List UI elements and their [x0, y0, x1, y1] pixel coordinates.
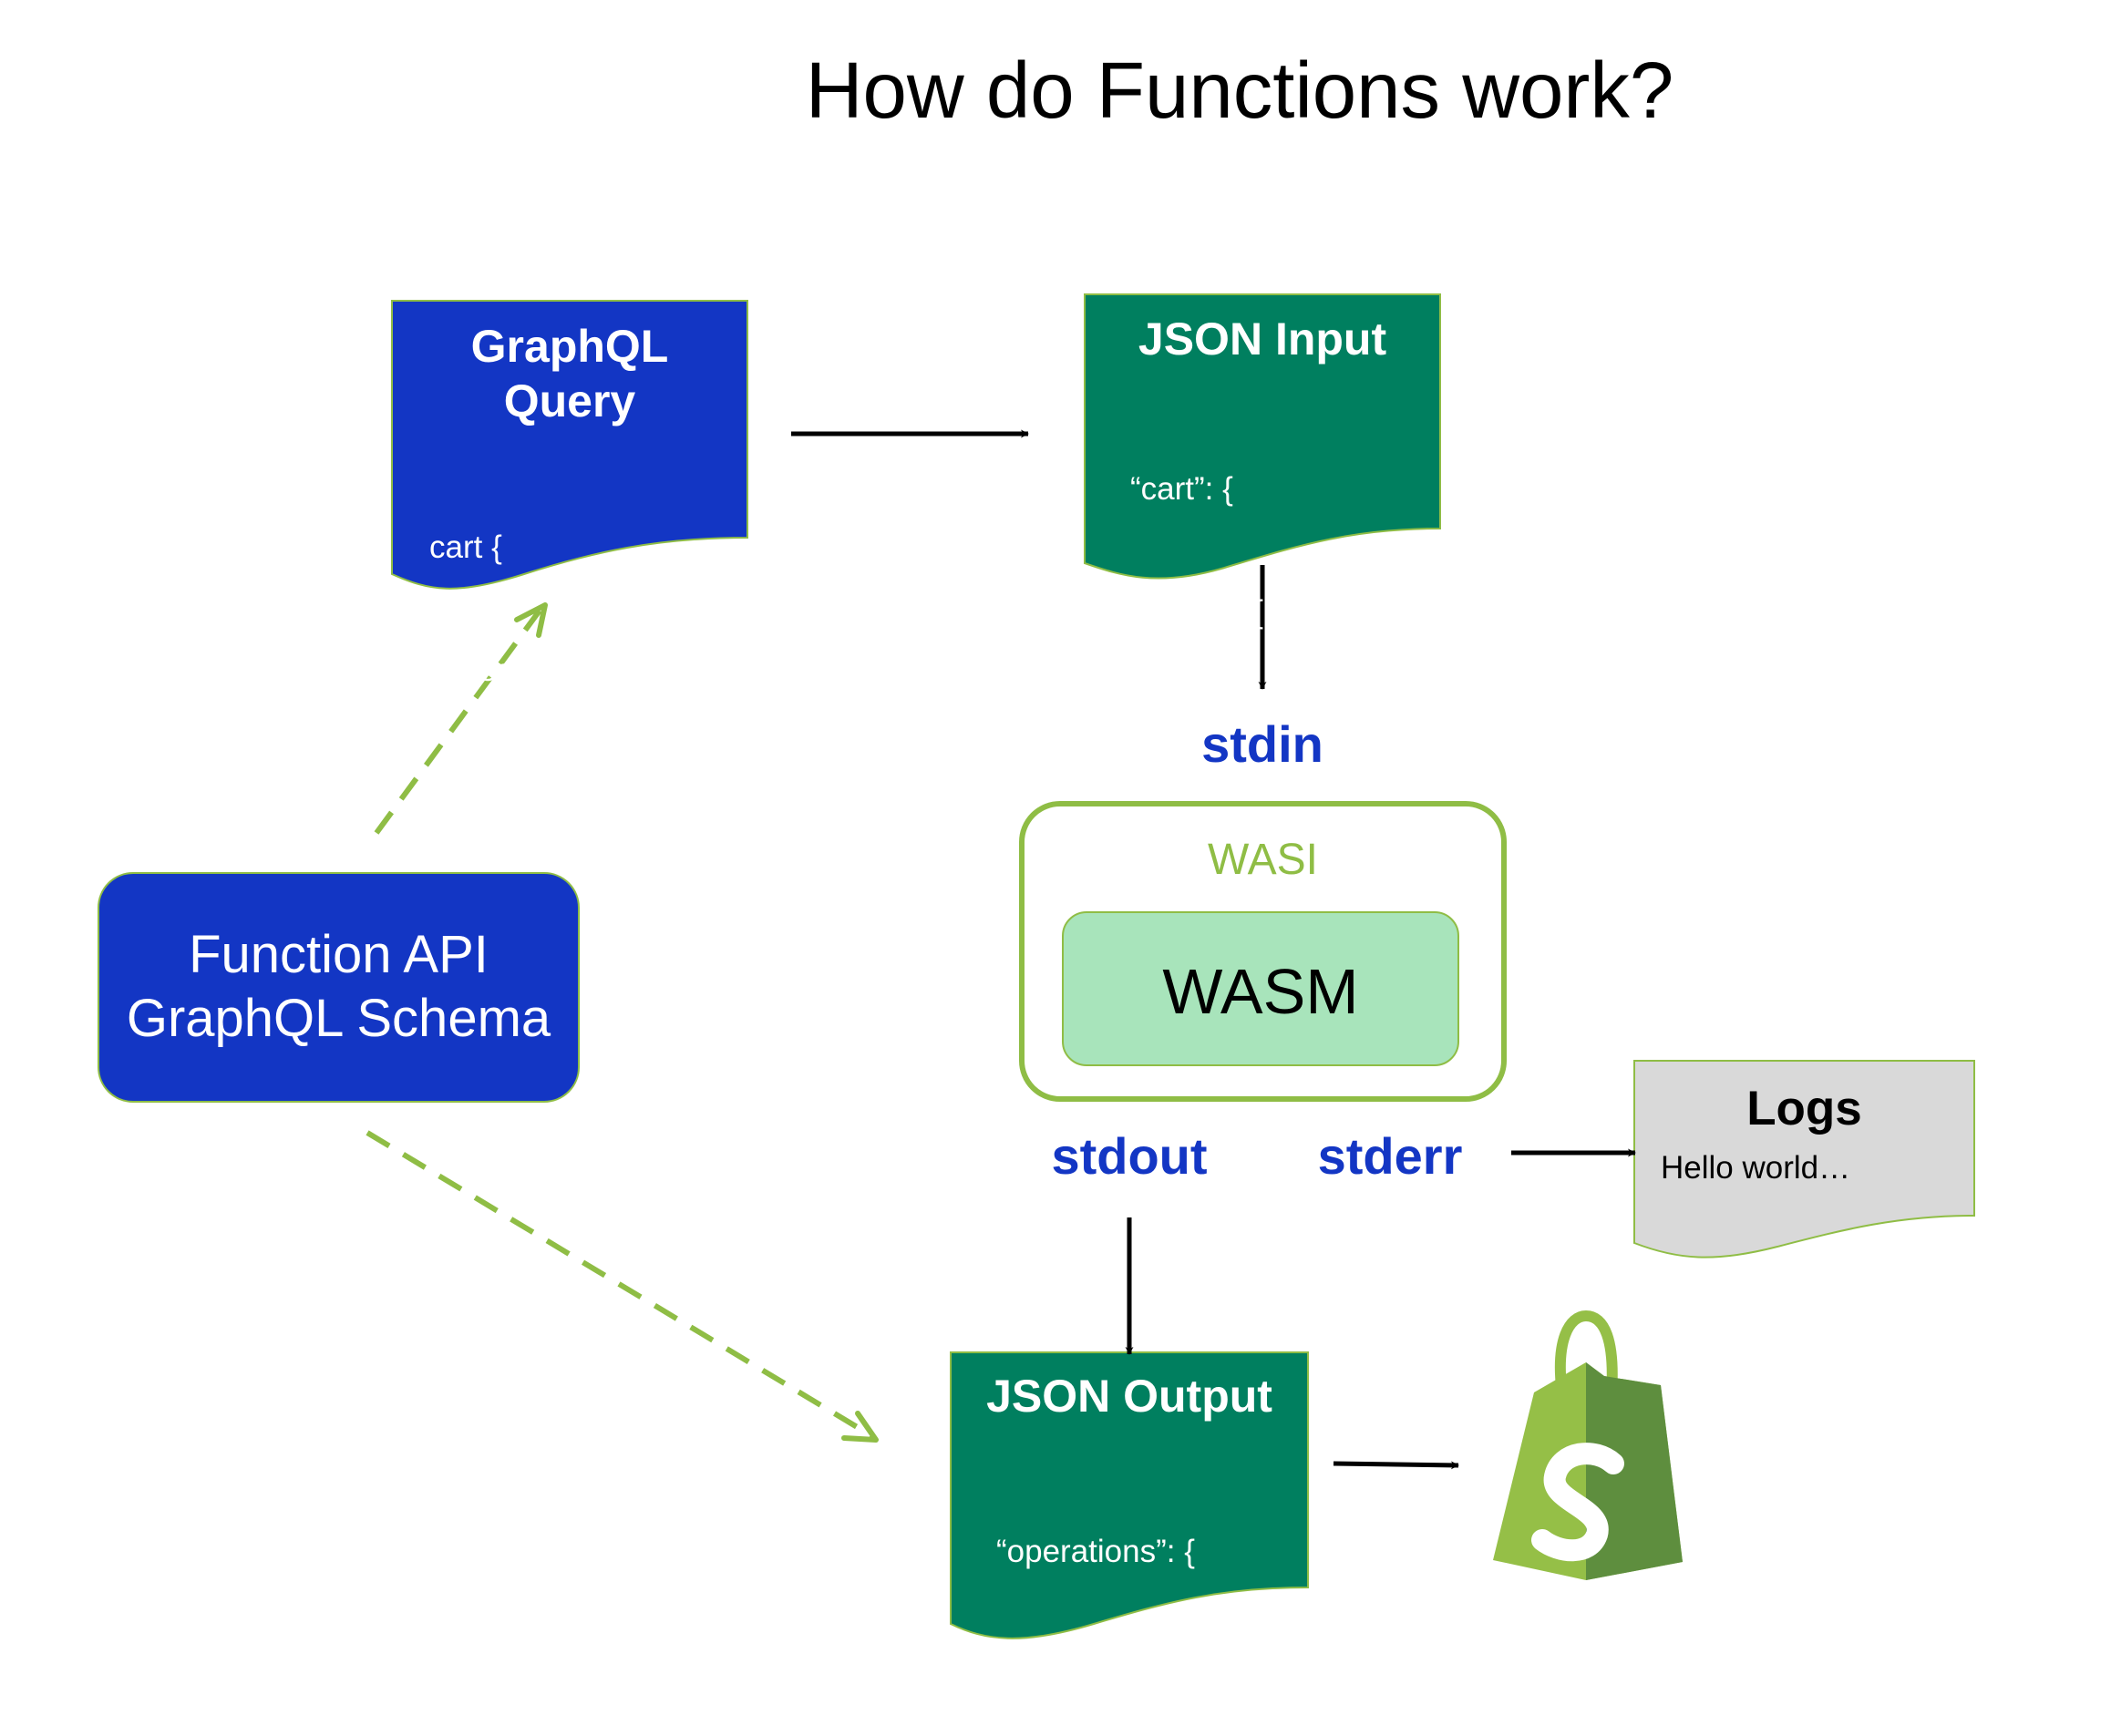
json-input-code: “cart”: { “lines”: { … [1130, 386, 1263, 796]
function-api-line2: GraphQL Schema [126, 989, 551, 1048]
function-api-text: Function API GraphQL Schema [98, 923, 579, 1051]
graphql-query-title-line2: Query [503, 375, 636, 426]
stdout-label: stdout [1051, 1127, 1208, 1185]
code-line: … [1130, 717, 1198, 753]
dashed-arrow-api-to-query [374, 602, 548, 835]
wasm-box [1062, 911, 1459, 1066]
function-api-line1: Function API [189, 925, 489, 984]
json-output-code: “operations”: { … [996, 1449, 1195, 1736]
logs-doc [1633, 1060, 1975, 1258]
graphql-query-title: GraphQL Query [392, 319, 747, 428]
graphql-query-code: cart { lines { … [429, 445, 532, 855]
code-line: “cart”: { [1130, 471, 1233, 507]
dashed-arrow-api-to-output [366, 1130, 879, 1443]
logs-text: Hello world… [1661, 1150, 1851, 1186]
code-line: cart { [429, 529, 502, 565]
json-input-doc [1084, 293, 1441, 580]
code-line: “operations”: { [996, 1534, 1195, 1569]
json-input-title: JSON Input [1138, 313, 1387, 365]
stdin-label: stdin [1201, 715, 1323, 773]
stderr-label: stderr [1317, 1127, 1463, 1185]
page-title: How do Functions work? [805, 46, 1674, 135]
code-line: … [429, 776, 497, 811]
json-output-doc [950, 1351, 1309, 1639]
arrow-output-to-shopify [1333, 1461, 1459, 1470]
graphql-query-doc [391, 300, 748, 590]
shopify-bag-icon [1493, 1310, 1683, 1580]
graphql-query-title-line1: GraphQL [470, 321, 669, 372]
logs-title: Logs [1746, 1082, 1862, 1135]
wasm-label: WASM [1162, 956, 1359, 1027]
code-line: lines { [429, 652, 532, 688]
function-api-box [98, 872, 580, 1103]
wasi-label: WASI [1208, 836, 1318, 884]
code-line: … [996, 1657, 1064, 1692]
flow-diagram [98, 293, 1975, 1639]
code-line: “lines”: { [1130, 594, 1263, 630]
json-output-title: JSON Output [986, 1371, 1272, 1422]
